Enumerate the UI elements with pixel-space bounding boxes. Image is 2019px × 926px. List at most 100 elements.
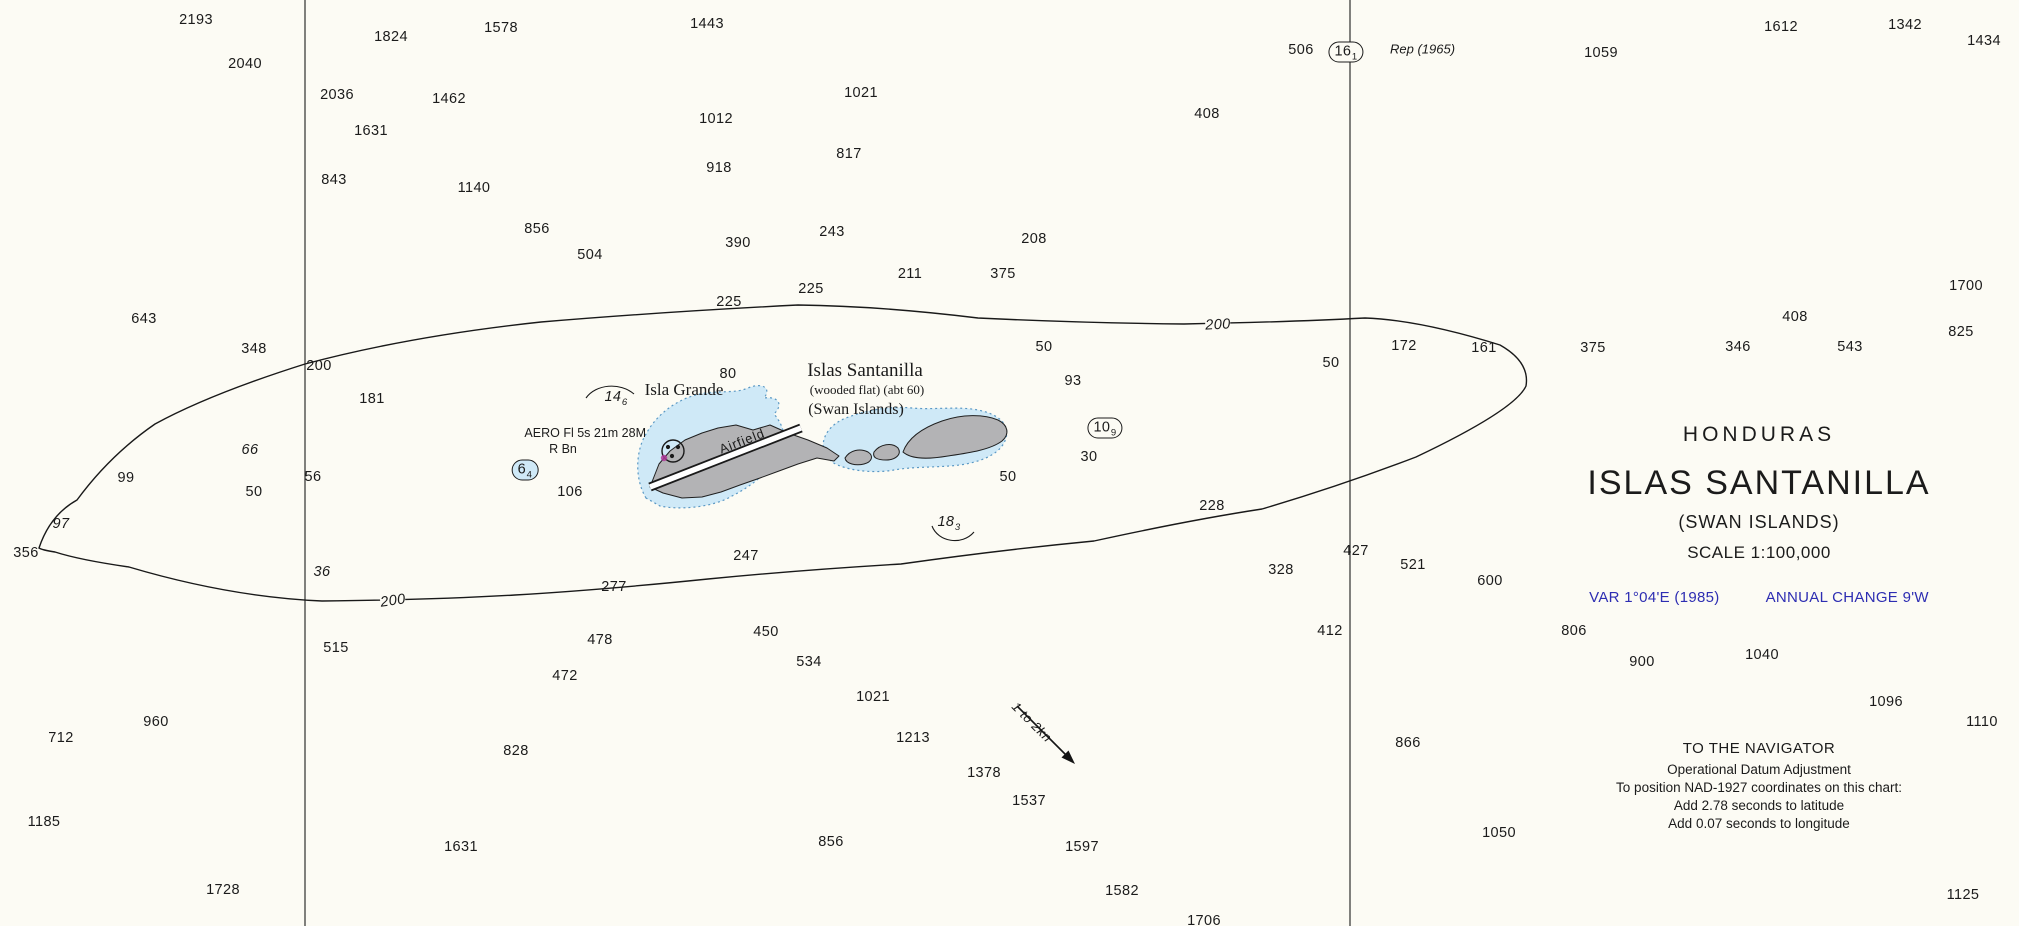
sounding: 1578: [484, 20, 518, 36]
navigator-line: To position NAD-1927 coordinates on this…: [1616, 780, 1902, 795]
navigator-note: TO THE NAVIGATOR Operational Datum Adjus…: [1616, 740, 1902, 833]
sounding: 346: [1725, 339, 1751, 355]
sounding: 106: [557, 484, 583, 500]
navigator-line: Operational Datum Adjustment: [1667, 762, 1851, 777]
sounding: 109: [1087, 417, 1123, 439]
beacon-dot-icon: [669, 453, 675, 459]
sounding: 56: [304, 469, 322, 485]
sounding: 1462: [432, 91, 466, 107]
islet-2: [873, 444, 900, 461]
sounding: 1050: [1482, 825, 1516, 841]
sounding: 211: [897, 266, 923, 282]
sounding: 146: [604, 389, 628, 408]
sounding: 50: [999, 469, 1017, 485]
sounding: 1631: [444, 839, 478, 855]
magnetic-variation: VAR 1°04'E (1985): [1589, 589, 1720, 606]
sounding: 856: [818, 834, 844, 850]
sounding: 450: [753, 624, 779, 640]
sounding: 328: [1268, 562, 1294, 578]
sounding: 515: [323, 640, 349, 656]
current-arrow-shaft: [1016, 705, 1069, 758]
sounding: 408: [1194, 106, 1220, 122]
beacon-dot-icon: [675, 444, 681, 450]
sounding: 348: [241, 341, 267, 357]
sounding: 1824: [374, 29, 408, 45]
sounding: 183: [937, 514, 961, 533]
chart-title: ISLAS SANTANILLA: [1587, 464, 1931, 502]
sounding: 1342: [1888, 17, 1922, 33]
sounding: 900: [1629, 654, 1655, 670]
sounding: 412: [1317, 623, 1343, 639]
sounding: 1012: [699, 111, 733, 127]
navigator-line: Add 2.78 seconds to latitude: [1673, 798, 1845, 813]
shoal-arc-14: [585, 385, 635, 399]
sounding: 1443: [690, 16, 724, 32]
sounding: 1631: [354, 123, 388, 139]
sounding: 1700: [1949, 278, 1983, 294]
sounding: 93: [1064, 373, 1082, 389]
sounding: 534: [796, 654, 822, 670]
variation-row: VAR 1°04'E (1985) ANNUAL CHANGE 9'W: [1589, 589, 1929, 606]
sounding: 806: [1561, 623, 1587, 639]
aero-light-icon: [661, 439, 685, 463]
sounding: 1537: [1012, 793, 1046, 809]
sounding: 161: [1328, 41, 1364, 63]
sounding: 1706: [1187, 913, 1221, 926]
sounding: 408: [1782, 309, 1808, 325]
isla-grande-label: Isla Grande: [644, 380, 724, 399]
sounding: 36: [313, 564, 331, 580]
sounding: 712: [48, 730, 74, 746]
radio-beacon-label: R Bn: [549, 442, 577, 456]
sounding: 50: [1322, 355, 1340, 371]
island-east: [902, 415, 1008, 459]
sounding: 2040: [228, 56, 262, 72]
sounding: 1434: [1967, 33, 2001, 49]
sounding: 375: [1580, 340, 1606, 356]
sounding: 208: [1021, 231, 1047, 247]
sounding: 2036: [320, 87, 354, 103]
sounding: 172: [1391, 338, 1417, 354]
sounding: 1110: [1966, 714, 1998, 730]
navigator-heading: TO THE NAVIGATOR: [1682, 740, 1836, 757]
sounding: 1728: [206, 882, 240, 898]
sounding: 817: [836, 146, 862, 162]
sounding: 828: [503, 743, 529, 759]
current-arrow-head-icon: [1061, 750, 1075, 764]
sounding: 427: [1343, 543, 1369, 559]
sounding: 866: [1395, 735, 1421, 751]
sounding: 30: [1080, 449, 1098, 465]
report-label: Rep (1965): [1390, 41, 1456, 57]
sounding: 99: [117, 470, 135, 486]
runway-surface: [648, 425, 803, 490]
sounding: 243: [819, 224, 845, 240]
sounding: 1213: [896, 730, 930, 746]
light-flare-icon: [660, 454, 668, 462]
islands-name-label: Islas Santanilla: [807, 360, 923, 381]
sounding: 506: [1288, 42, 1314, 58]
sounding: 504: [577, 247, 603, 263]
sounding: 1059: [1584, 45, 1618, 61]
sounding: 1125: [1946, 887, 1980, 903]
islands-alt-label: (Swan Islands): [808, 401, 904, 418]
island-isla-grande: [649, 424, 840, 499]
annual-change: ANNUAL CHANGE 9'W: [1765, 589, 1929, 606]
aero-light-label: AERO Fl 5s 21m 28M: [524, 425, 646, 440]
sounding: 80: [719, 366, 737, 382]
sounding: 66: [241, 442, 259, 458]
sounding: 472: [552, 668, 578, 684]
chart-subtitle: (SWAN ISLANDS): [1678, 512, 1840, 532]
sounding: 1021: [856, 689, 890, 705]
sounding: 521: [1400, 557, 1426, 573]
sounding: 375: [990, 266, 1016, 282]
aero-light-label-block: AERO Fl 5s 21m 28M R Bn: [508, 425, 646, 458]
sounding: 843: [321, 172, 347, 188]
sounding: 277: [601, 579, 627, 595]
sounding: 50: [245, 484, 263, 500]
sounding: 390: [725, 235, 751, 251]
sounding: 1582: [1105, 883, 1139, 899]
islands-desc-label: (wooded flat) (abt 60): [809, 382, 925, 397]
sounding: 918: [706, 160, 732, 176]
islet-1: [844, 449, 872, 466]
sounding: 643: [131, 311, 157, 327]
